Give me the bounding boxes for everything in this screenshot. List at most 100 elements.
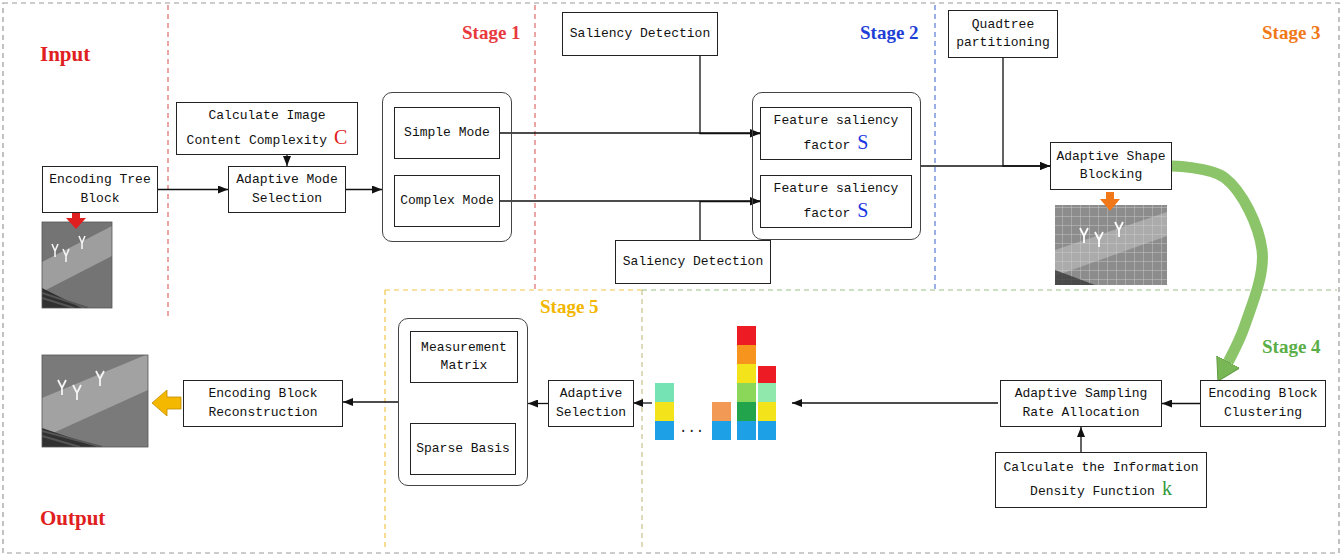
stage-label: Stage 5 bbox=[540, 296, 599, 318]
bar-cell bbox=[737, 383, 756, 402]
photo-band bbox=[1055, 212, 1167, 276]
stage-divider bbox=[641, 290, 642, 551]
process-box: Encoding Block Reconstruction bbox=[183, 380, 343, 427]
stage-divider bbox=[167, 5, 168, 320]
bar-cell bbox=[655, 421, 674, 440]
stage-label: Stage 3 bbox=[1262, 22, 1321, 44]
box-text: Calculate Image Content Complexity C bbox=[182, 107, 352, 149]
stage-divider bbox=[534, 5, 535, 290]
box-label: Feature saliency factor bbox=[774, 181, 899, 220]
process-box: Adaptive Selection bbox=[548, 380, 634, 427]
sampling-bars bbox=[655, 326, 776, 440]
flow-arrow bbox=[158, 189, 228, 190]
process-box: Saliency Detection bbox=[615, 240, 771, 284]
blocked-image bbox=[1055, 205, 1167, 285]
process-box: Adaptive Mode Selection bbox=[228, 166, 346, 213]
connector-group bbox=[158, 56, 1262, 452]
box-text: Quadtree partitioning bbox=[954, 16, 1052, 52]
box-label: Calculate Image Content Complexity bbox=[187, 108, 327, 147]
box-label: Adaptive Sampling Rate Allocation bbox=[1015, 386, 1148, 419]
stage-label: Stage 2 bbox=[860, 22, 919, 44]
process-box: Quadtree partitioning bbox=[948, 10, 1058, 58]
process-box: Complex Mode bbox=[394, 175, 500, 227]
bar-cell bbox=[712, 402, 731, 421]
bar-cell bbox=[655, 402, 674, 421]
bar-cell bbox=[712, 421, 731, 440]
bar-cell bbox=[737, 364, 756, 383]
flow-arrow bbox=[1080, 427, 1081, 452]
process-box: Adaptive Shape Blocking bbox=[1050, 142, 1172, 190]
flow-arrow bbox=[700, 202, 760, 241]
process-box: Feature saliency factorS bbox=[760, 107, 912, 160]
box-label: Complex Mode bbox=[400, 193, 494, 208]
symbol-letter: C bbox=[334, 126, 347, 148]
box-label: Encoding Block Clustering bbox=[1208, 386, 1317, 419]
outer-frame bbox=[3, 3, 1339, 553]
stage-divider bbox=[385, 289, 642, 290]
box-text: Complex Mode bbox=[400, 192, 494, 210]
image-frame bbox=[42, 222, 112, 308]
box-label: Adaptive Mode Selection bbox=[236, 172, 337, 205]
block-grid bbox=[1055, 205, 1167, 285]
output-image bbox=[42, 355, 148, 447]
box-text: Adaptive Sampling Rate Allocation bbox=[1006, 385, 1156, 421]
flow-arrow bbox=[633, 402, 652, 403]
box-label: Encoding Tree Block bbox=[49, 172, 150, 205]
box-text: Simple Mode bbox=[404, 124, 490, 142]
process-box: Calculate Image Content Complexity C bbox=[176, 102, 358, 155]
box-text: Saliency Detection bbox=[623, 253, 763, 271]
flow-arrow bbox=[1162, 403, 1200, 404]
process-box: Sparse Basis bbox=[410, 423, 516, 475]
box-label: Adaptive Selection bbox=[556, 386, 626, 419]
box-text: Adaptive Selection bbox=[554, 385, 628, 421]
process-box: Simple Mode bbox=[394, 107, 500, 159]
process-box: Encoding Tree Block bbox=[42, 166, 158, 213]
flow-arrow bbox=[346, 189, 382, 190]
stage-divider bbox=[642, 289, 1337, 290]
box-text: Sparse Basis bbox=[416, 440, 510, 458]
stage-divider bbox=[934, 5, 935, 290]
group-box: Simple ModeComplex Mode bbox=[382, 92, 512, 242]
box-label: Measurement Matrix bbox=[421, 340, 507, 373]
aircraft bbox=[1080, 222, 1123, 247]
box-label: Quadtree partitioning bbox=[956, 17, 1050, 50]
stage-label: Stage 1 bbox=[462, 22, 521, 44]
box-text: Encoding Tree Block bbox=[48, 171, 152, 207]
photo-band bbox=[42, 226, 112, 292]
aircraft bbox=[52, 236, 85, 262]
process-box: Saliency Detection bbox=[562, 12, 718, 56]
photo-ground bbox=[42, 355, 148, 447]
bar-cell bbox=[758, 383, 776, 402]
group-box: Feature saliency factorSFeature saliency… bbox=[752, 92, 921, 240]
stage-divider bbox=[384, 290, 385, 551]
aircraft bbox=[58, 371, 104, 400]
result-arrow bbox=[1100, 192, 1120, 211]
box-text: Adaptive Mode Selection bbox=[234, 171, 340, 207]
symbol-letter: k bbox=[1162, 477, 1172, 499]
box-label: Simple Mode bbox=[404, 125, 490, 140]
flow-arrow bbox=[792, 402, 998, 403]
flow-arrow bbox=[1003, 58, 1050, 166]
bar-cell bbox=[758, 366, 776, 383]
box-text: Encoding Block Clustering bbox=[1206, 385, 1320, 421]
bar-cell bbox=[737, 421, 756, 440]
box-text: Encoding Block Reconstruction bbox=[189, 385, 337, 421]
box-label: Feature saliency factor bbox=[774, 113, 899, 152]
ellipsis-mark: ... bbox=[679, 420, 704, 436]
stage-label: Input bbox=[40, 42, 90, 67]
curved-arrow bbox=[1172, 166, 1262, 362]
photo-shadow bbox=[1055, 270, 1095, 285]
stage-label: Stage 4 bbox=[1262, 336, 1321, 358]
photo-band bbox=[42, 355, 148, 438]
output-arrow bbox=[152, 390, 181, 416]
box-text: Adaptive Shape Blocking bbox=[1056, 148, 1166, 184]
box-text: Saliency Detection bbox=[570, 25, 710, 43]
box-label: Encoding Block Reconstruction bbox=[208, 386, 317, 419]
bar-cell bbox=[758, 421, 776, 440]
photo-ground bbox=[42, 222, 112, 308]
process-box: Encoding Block Clustering bbox=[1200, 380, 1326, 427]
bar-cell bbox=[655, 383, 674, 402]
process-box: Measurement Matrix bbox=[410, 331, 518, 383]
